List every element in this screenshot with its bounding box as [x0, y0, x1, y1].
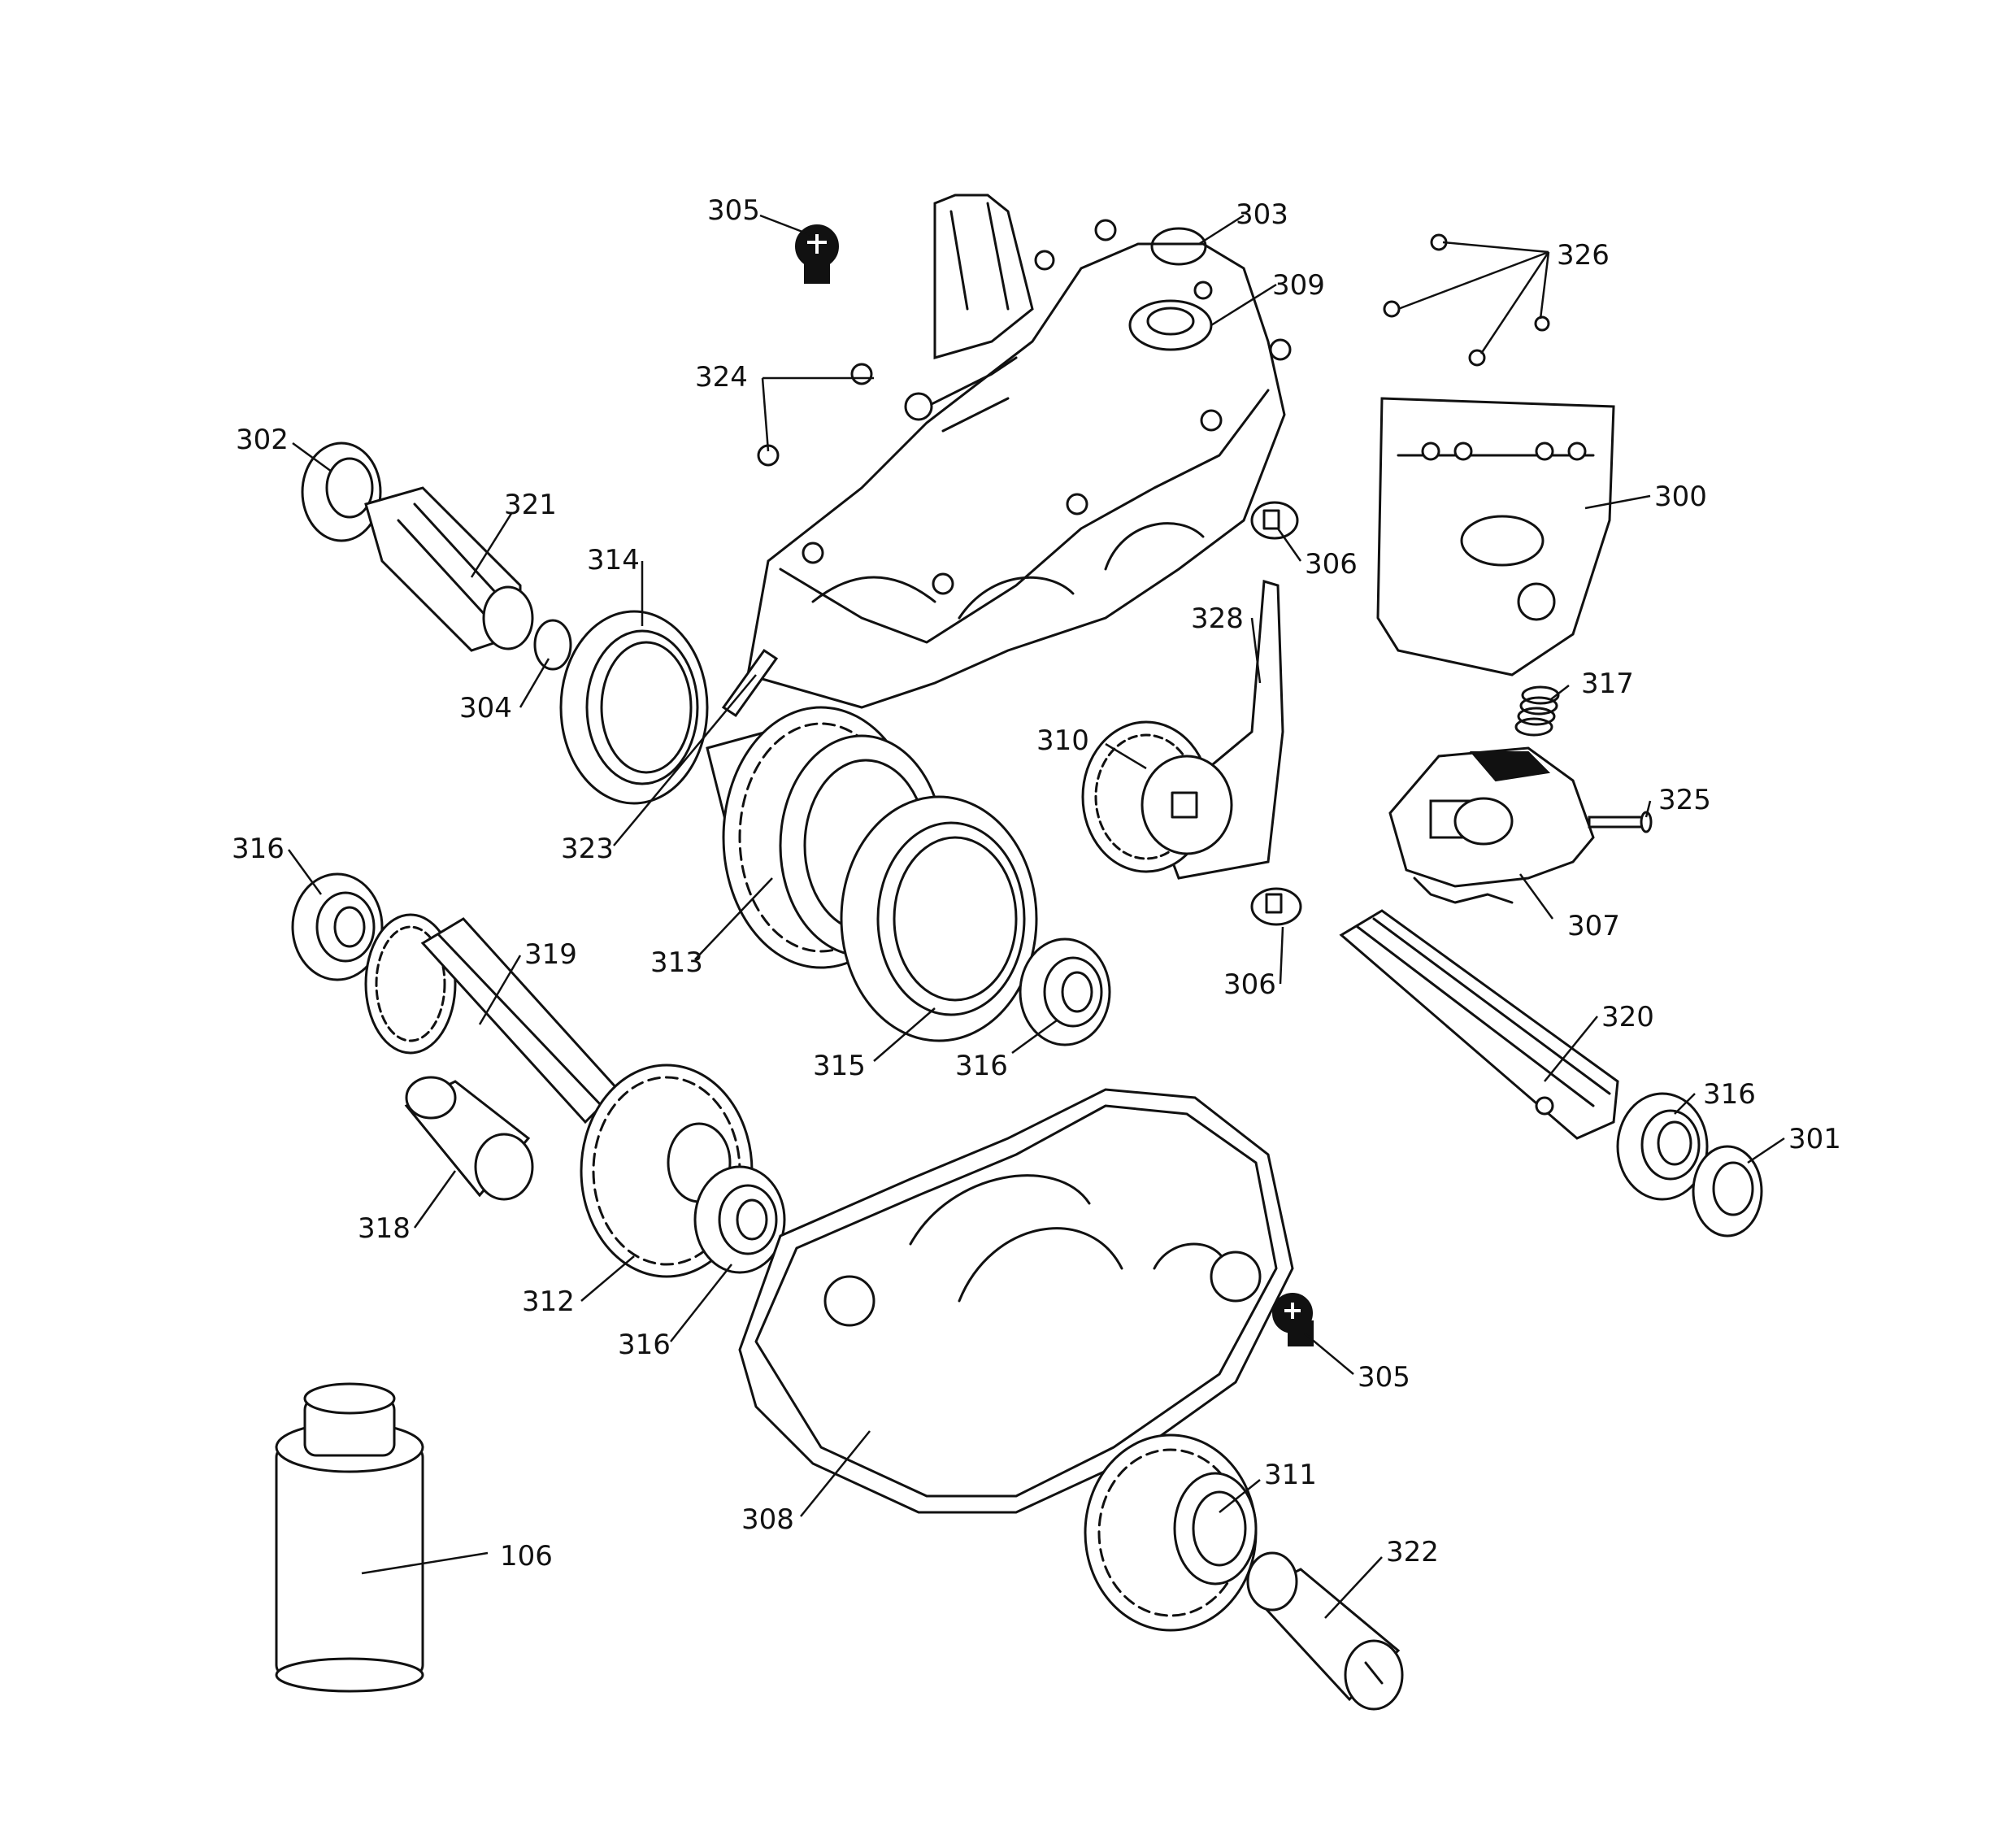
label-305-upper: 305	[707, 194, 760, 227]
label-328: 328	[1191, 602, 1244, 635]
spring-317	[1514, 685, 1560, 737]
shaft-319	[364, 913, 620, 1124]
label-316-lower: 316	[618, 1329, 671, 1361]
label-316-left: 316	[232, 833, 285, 865]
label-309: 309	[1272, 269, 1325, 302]
label-306-upper: 306	[1305, 548, 1358, 581]
bearing-316-lower	[693, 1165, 786, 1274]
upper-housing-309	[746, 194, 1292, 709]
label-306-lower: 306	[1223, 968, 1276, 1001]
label-302: 302	[236, 424, 289, 456]
label-312: 312	[522, 1285, 575, 1318]
bearing-316-left	[291, 872, 384, 981]
cover-plate-300	[1376, 397, 1615, 676]
seal-302	[301, 442, 382, 542]
label-301: 301	[1788, 1123, 1841, 1155]
ring-304	[533, 619, 572, 671]
bearing-316-right	[1616, 1092, 1709, 1201]
selector-307	[1388, 746, 1595, 904]
shaft-321	[364, 486, 534, 652]
part-labels: 305 303 309 324 326 300 306 328 317 325 …	[232, 194, 1841, 1573]
label-316-right: 316	[1703, 1078, 1756, 1111]
label-310: 310	[1036, 724, 1089, 757]
drain-plug-305-upper	[795, 224, 839, 284]
label-318: 318	[358, 1212, 411, 1245]
label-316-middle: 316	[955, 1050, 1008, 1082]
label-300: 300	[1654, 481, 1707, 513]
label-323: 323	[561, 833, 614, 865]
label-317: 317	[1581, 668, 1634, 700]
gear-310	[1081, 720, 1233, 873]
seal-301	[1692, 1145, 1763, 1238]
ring-gear-315	[840, 795, 1038, 1042]
label-321: 321	[504, 489, 557, 521]
label-320: 320	[1601, 1001, 1654, 1033]
label-303: 303	[1236, 198, 1288, 231]
label-307: 307	[1567, 910, 1620, 942]
cap-306-upper	[1250, 501, 1299, 540]
screws-326	[1383, 233, 1550, 367]
label-106: 106	[500, 1540, 553, 1573]
o-ring-303	[1150, 227, 1207, 266]
sleeve-318	[404, 1076, 534, 1201]
label-319: 319	[524, 938, 577, 971]
cap-306-lower	[1250, 887, 1302, 926]
label-322: 322	[1386, 1536, 1439, 1568]
oil-bottle-106	[275, 1382, 424, 1693]
leader-lines	[287, 214, 1785, 1619]
label-305-lower: 305	[1358, 1361, 1410, 1394]
label-325: 325	[1658, 784, 1711, 816]
seal-314	[559, 610, 709, 805]
label-311: 311	[1264, 1459, 1317, 1491]
label-315: 315	[813, 1050, 866, 1082]
label-313: 313	[650, 946, 703, 979]
label-324: 324	[695, 361, 748, 394]
shaft-320	[1339, 909, 1619, 1140]
gear-311	[1084, 1433, 1258, 1632]
label-314: 314	[587, 544, 640, 576]
label-308: 308	[741, 1503, 794, 1536]
drain-plug-305-lower	[1272, 1293, 1314, 1346]
sleeve-322	[1246, 1551, 1404, 1711]
label-304: 304	[459, 692, 512, 724]
pin-325	[1588, 811, 1653, 833]
bearing-316-middle	[1019, 937, 1111, 1046]
lower-housing-308	[738, 1088, 1294, 1514]
label-326: 326	[1557, 239, 1610, 272]
